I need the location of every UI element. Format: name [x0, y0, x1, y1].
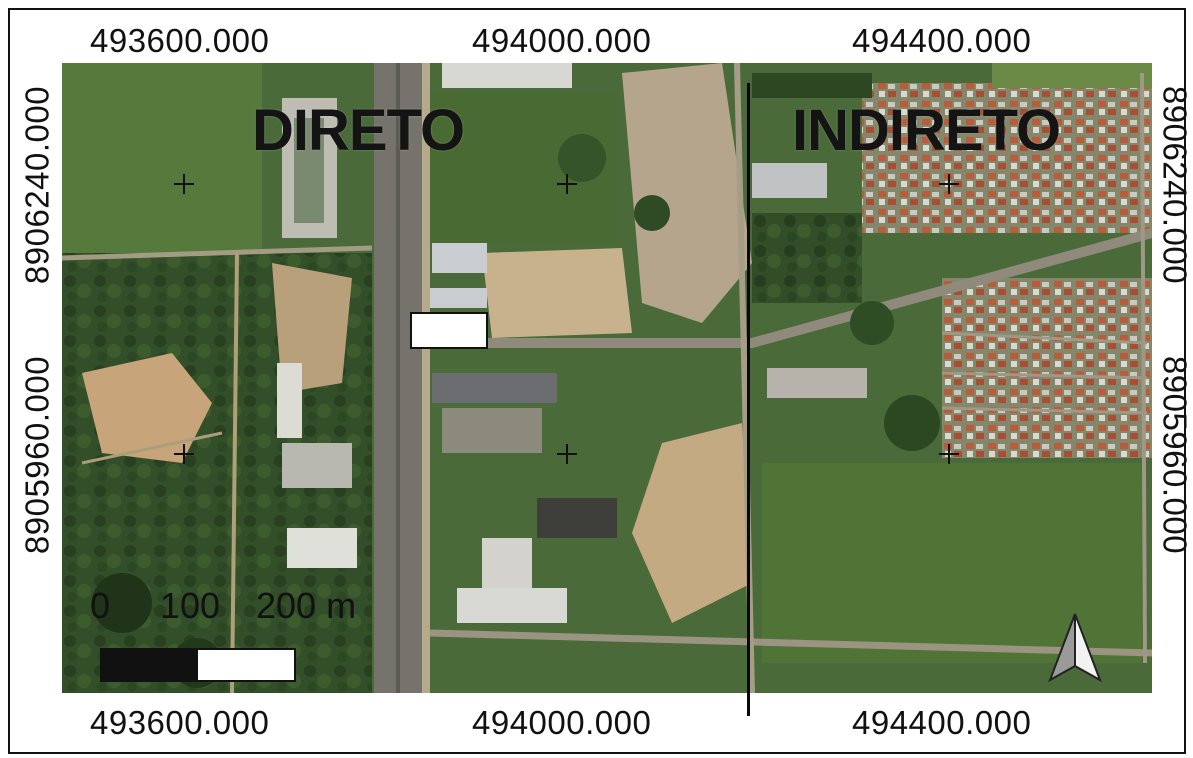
- scale-label-100: 100: [160, 585, 221, 626]
- map-marker-box: [410, 312, 488, 349]
- scale-label-200: 200 m: [256, 585, 357, 626]
- satellite-imagery: [62, 63, 1152, 693]
- crosshair-icon: [174, 444, 194, 464]
- grid-label-left-2: 8905960.000: [18, 355, 56, 555]
- scale-label-0: 0: [90, 585, 111, 626]
- grid-label-top-3: 494400.000: [852, 22, 1032, 59]
- crosshair-icon: [174, 174, 194, 194]
- grid-label-right-1: 8906240.000: [1156, 85, 1193, 285]
- grid-label-bottom-1: 493600.000: [90, 704, 270, 741]
- scale-bar-segment-white: [198, 650, 294, 680]
- scale-bar: [100, 648, 296, 682]
- scale-bar-segment-black: [102, 650, 198, 680]
- zone-boundary-line: [747, 83, 750, 716]
- grid-label-top-2: 494000.000: [472, 22, 652, 59]
- crosshair-icon: [939, 444, 959, 464]
- satellite-map[interactable]: [62, 63, 1152, 693]
- grid-label-bottom-3: 494400.000: [852, 704, 1032, 741]
- zone-label-direct: DIRETO: [252, 98, 465, 163]
- crosshair-icon: [557, 174, 577, 194]
- crosshair-icon: [939, 174, 959, 194]
- north-arrow-icon: [1048, 613, 1102, 683]
- zone-label-indirect: INDIRETO: [792, 98, 1061, 163]
- grid-label-bottom-2: 494000.000: [472, 704, 652, 741]
- grid-label-left-1: 8906240.000: [18, 85, 56, 285]
- grid-label-right-2: 8905960.000: [1156, 355, 1193, 555]
- crosshair-icon: [557, 444, 577, 464]
- grid-label-top-1: 493600.000: [90, 22, 270, 59]
